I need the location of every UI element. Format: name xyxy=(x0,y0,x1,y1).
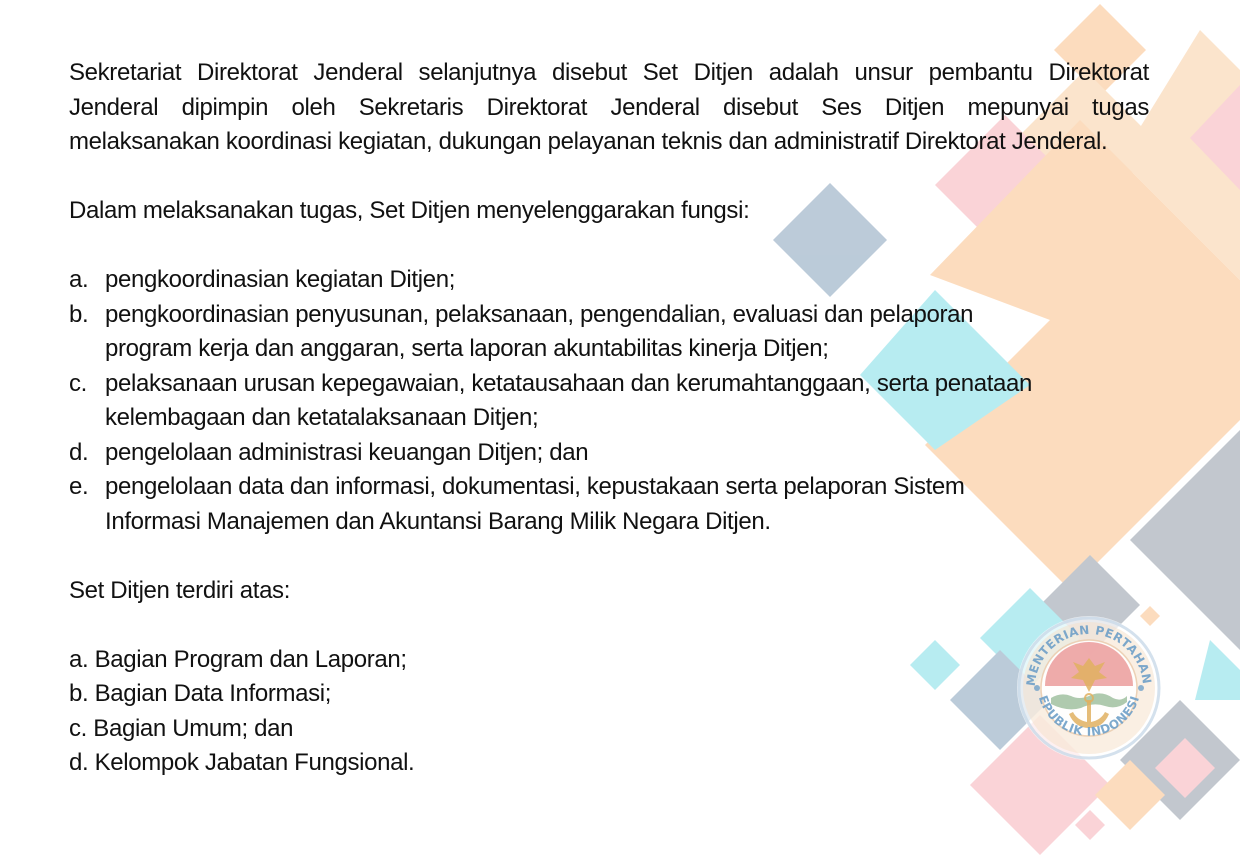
list-item-text: program kerja dan anggaran, serta lapora… xyxy=(105,335,829,362)
bg-diamond xyxy=(925,120,1240,590)
functions-list: a. pengkoordinasian kegiatan Ditjen; b. … xyxy=(69,263,1083,539)
bg-diamond xyxy=(1190,85,1240,190)
kementerian-pertahanan-seal-icon: KEMENTERIAN PERTAHANAN REPUBLIK INDONESI… xyxy=(1015,614,1161,760)
bg-diamond xyxy=(1075,810,1105,840)
bg-diamond xyxy=(910,640,960,690)
list-item-text: kelembagaan dan ketatalaksanaan Ditjen; xyxy=(105,404,539,431)
list-item: b. Bagian Data Informasi; xyxy=(69,680,332,707)
list-item: a. Bagian Program dan Laporan; xyxy=(69,645,407,673)
bg-diamond xyxy=(773,183,887,297)
list-item-text: Informasi Manajemen dan Akuntansi Barang… xyxy=(105,507,771,535)
list-item-text: pengkoordinasian kegiatan Ditjen; xyxy=(105,266,456,293)
bg-diamond xyxy=(1063,472,1117,526)
intro-line: melaksanakan koordinasi kegiatan, dukung… xyxy=(69,128,1108,155)
bg-diamond xyxy=(1120,30,1240,280)
intro-paragraph: Sekretariat Direktorat Jenderal selanjut… xyxy=(69,56,1149,160)
list-item: d. pengelolaan administrasi keuangan Dit… xyxy=(69,436,1083,471)
document-body: Sekretariat Direktorat Jenderal selanjut… xyxy=(69,56,1149,781)
bg-diamond xyxy=(1095,760,1165,830)
list-marker: e. xyxy=(69,473,89,500)
list-marker: c. xyxy=(69,369,87,397)
functions-intro: Dalam melaksanakan tugas, Set Ditjen men… xyxy=(69,197,750,224)
list-marker: a. xyxy=(69,266,89,293)
list-item: e. pengelolaan data dan informasi, dokum… xyxy=(69,470,1083,539)
list-item: a. pengkoordinasian kegiatan Ditjen; xyxy=(69,263,1083,298)
bg-diamond xyxy=(1155,738,1215,798)
list-item: d. Kelompok Jabatan Fungsional. xyxy=(69,749,415,776)
bg-diamond xyxy=(1130,430,1240,650)
list-marker: b. xyxy=(69,300,89,328)
list-item-text: pengelolaan administrasi keuangan Ditjen… xyxy=(105,438,589,466)
bg-diamond xyxy=(1140,606,1160,626)
list-item-text: pengelolaan data dan informasi, dokument… xyxy=(105,473,965,500)
list-item-text: pengkoordinasian penyusunan, pelaksanaan… xyxy=(105,300,974,328)
bg-diamond xyxy=(1054,4,1146,96)
bg-diamond xyxy=(1195,640,1240,700)
intro-line: Jenderal dipimpin oleh Sekretaris Direkt… xyxy=(69,93,1149,121)
intro-line: Sekretariat Direktorat Jenderal selanjut… xyxy=(69,59,1149,86)
list-item-text: pelaksanaan urusan kepegawaian, ketataus… xyxy=(105,369,1033,397)
list-item: c. pelaksanaan urusan kepegawaian, ketat… xyxy=(69,367,1083,436)
list-item: b. pengkoordinasian penyusunan, pelaksan… xyxy=(69,298,1083,367)
composition-intro: Set Ditjen terdiri atas: xyxy=(69,576,291,604)
list-item: c. Bagian Umum; dan xyxy=(69,714,294,742)
list-marker: d. xyxy=(69,438,89,466)
composition-list: a. Bagian Program dan Laporan; b. Bagian… xyxy=(69,643,1149,781)
bg-diamond xyxy=(860,290,1030,450)
